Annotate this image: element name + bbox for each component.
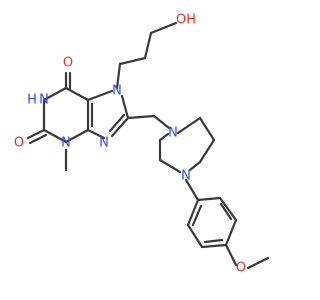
purine-core: [26, 71, 171, 172]
piperazine-nitrogen-top-label: N: [168, 126, 178, 141]
atom-labels: OH O O N H N N N N N O: [14, 13, 246, 276]
nitrogen-n7-label: N: [112, 84, 122, 99]
piperazine-ring: [158, 116, 216, 202]
nitrogen-n1-label: N: [39, 93, 49, 108]
molecule-structure: OH O O N H N N N N N O: [14, 13, 270, 276]
nitrogen-n3-label: N: [61, 136, 71, 151]
piperazine-nitrogen-bottom-label: N: [181, 169, 191, 184]
carbonyl-oxygen-top-label: O: [63, 56, 73, 71]
hydroxyl-oh-label: OH: [176, 13, 196, 28]
hydroxypropyl-chain: [115, 21, 178, 90]
methoxyphenyl-ring: [186, 196, 270, 270]
methoxy-oxygen-label: O: [236, 261, 246, 276]
nitrogen-n9-label: N: [99, 136, 109, 151]
hydrogen-n1-label: H: [27, 93, 37, 108]
carbonyl-oxygen-left-label: O: [14, 136, 24, 151]
